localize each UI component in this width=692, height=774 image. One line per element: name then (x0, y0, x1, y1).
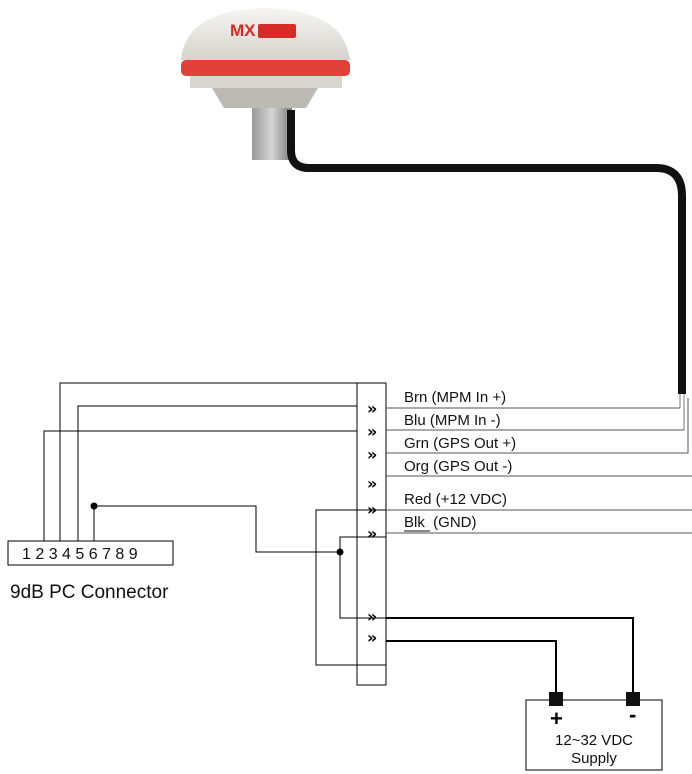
gps-antenna: MX (181, 8, 350, 160)
db9-connector (7, 540, 174, 566)
supply-voltage-label: 12~32 VDC (555, 732, 633, 749)
wire-gnd (339, 536, 386, 619)
antenna-logo-badge (258, 24, 296, 38)
supply-name-label: Supply (571, 750, 617, 767)
wire-label-org: Org (GPS Out -) (404, 458, 512, 475)
supply-minus-sign: - (629, 702, 636, 727)
wire-pin5 (93, 505, 340, 553)
wire-label-blk: Blk (GND) (404, 514, 477, 531)
antenna-base (212, 88, 318, 108)
supply-box (525, 699, 663, 771)
supply-minus-terminal (626, 692, 640, 706)
terminal-arrow: » (367, 399, 377, 418)
supply-positive-lead (386, 640, 557, 692)
terminal-arrow: » (367, 474, 377, 493)
wire-grn (386, 398, 689, 454)
terminal-arrow: » (367, 445, 377, 464)
antenna-red-band (181, 60, 350, 76)
wire-pin3 (59, 382, 357, 541)
antenna-mast (252, 108, 292, 160)
supply-plus-terminal (549, 692, 563, 706)
wire-label-brn: Brn (MPM In +) (404, 389, 506, 406)
cable-breakout (679, 394, 685, 430)
wire-pin4 (77, 405, 357, 541)
terminal-arrow: » (367, 628, 377, 647)
antenna-cable (287, 110, 686, 394)
junction-dot (336, 548, 344, 556)
wire-label-blu: Blu (MPM In -) (404, 412, 501, 429)
antenna-logo: MX (230, 21, 256, 40)
terminal-strip (356, 382, 387, 686)
supply-negative-lead (386, 617, 634, 692)
wire-label-red: Red (+12 VDC) (404, 491, 507, 508)
antenna-lower-ring (190, 76, 342, 88)
junction-dot (90, 502, 98, 510)
supply-plus-sign: + (550, 706, 563, 731)
terminal-arrow: » (367, 524, 377, 543)
terminal-arrow: » (367, 607, 377, 626)
wire-pwr (315, 509, 386, 666)
wire-pin2 (43, 430, 357, 541)
wire-label-grn: Grn (GPS Out +) (404, 435, 516, 452)
connector-caption: 9dB PC Connector (10, 582, 169, 603)
terminal-arrow: » (367, 422, 377, 441)
db9-pin-numbers: 1 2 3 4 5 6 7 8 9 (22, 546, 138, 563)
